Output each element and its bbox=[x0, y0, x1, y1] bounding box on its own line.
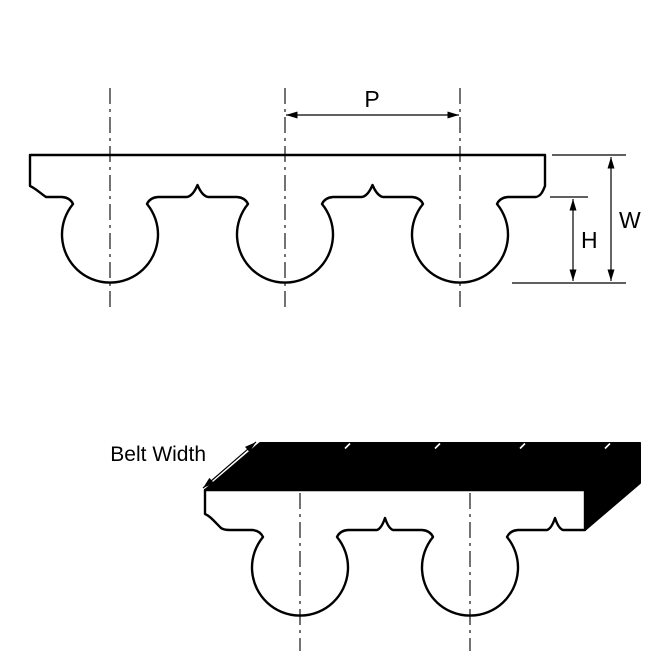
belt-width-annotation: Belt Width bbox=[110, 441, 257, 489]
belt-width-arrow bbox=[202, 441, 257, 489]
belt-width-label: Belt Width bbox=[110, 443, 206, 466]
tooth-seam-mark bbox=[344, 442, 351, 450]
tooth-seam-mark bbox=[519, 442, 526, 450]
belt-cross-section-view bbox=[28, 88, 547, 312]
tooth-seam-marks bbox=[344, 442, 611, 450]
tooth-seam-mark bbox=[434, 442, 441, 450]
width-label: W bbox=[619, 207, 641, 233]
pitch-label: P bbox=[364, 86, 379, 112]
belt-3d-side-face bbox=[584, 442, 641, 531]
height-label: H bbox=[581, 227, 598, 253]
tooth-seam-mark bbox=[604, 442, 611, 450]
belt-3d-top-face bbox=[204, 442, 641, 491]
height-dimension: H bbox=[550, 196, 598, 281]
belt-profile bbox=[28, 153, 547, 284]
width-dimension: W bbox=[512, 154, 641, 284]
pitch-dimension: P bbox=[286, 86, 459, 119]
belt-3d-front-face bbox=[203, 488, 587, 617]
belt-3d-view bbox=[203, 442, 641, 651]
